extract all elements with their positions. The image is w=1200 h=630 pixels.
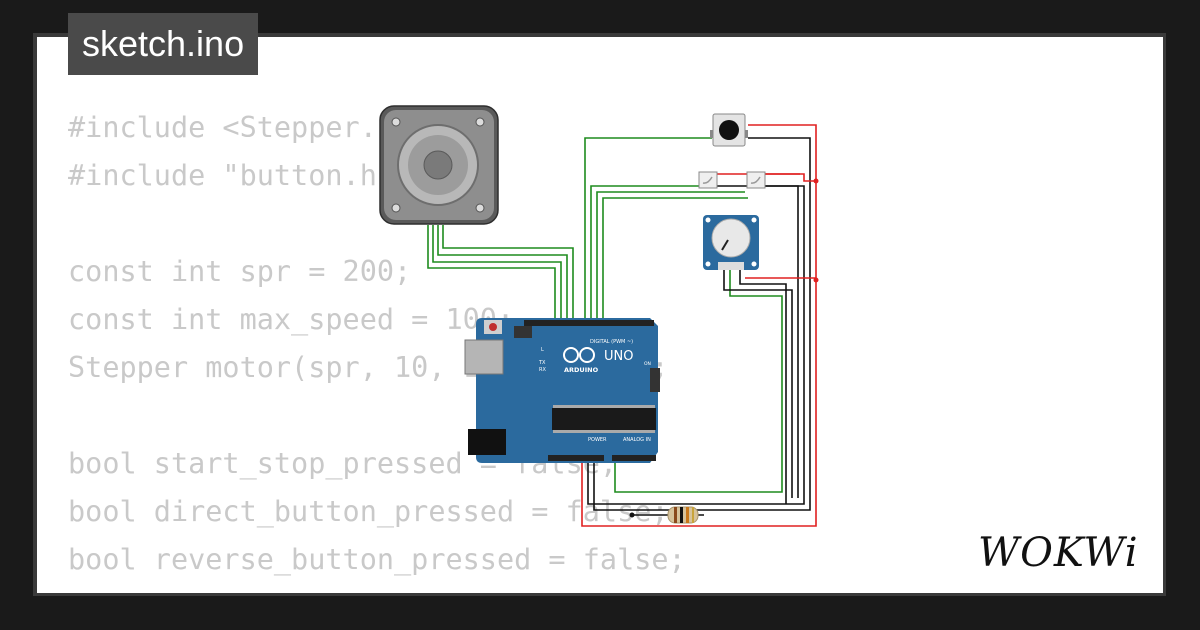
on-label: ON <box>644 361 651 367</box>
tx-label: TX <box>538 360 546 366</box>
wire-black <box>593 137 811 511</box>
wokwi-logo: WOKWi <box>978 528 1150 579</box>
start-stop-pushbutton[interactable] <box>710 113 748 147</box>
digital-label: DIGITAL (PWM ~) <box>590 339 633 345</box>
wire-green <box>590 185 700 322</box>
arduino-uno-board[interactable]: UNO ARDUINO DIGITAL (PWM ~) POWER ANALOG… <box>464 318 660 463</box>
code-line: const int spr = 200; <box>68 255 412 288</box>
board-logo: UNO <box>604 349 633 364</box>
reverse-button[interactable] <box>746 171 766 189</box>
svg-text:WOKWi: WOKWi <box>978 530 1139 574</box>
wire-red <box>581 124 817 527</box>
code-line: bool reverse_button_pressed = false; <box>68 543 686 576</box>
rx-label: RX <box>539 367 546 373</box>
wires <box>427 124 819 527</box>
l-label: L <box>541 347 544 353</box>
file-name-tab: sketch.ino <box>68 13 259 75</box>
wire-green <box>596 191 745 322</box>
wokwi-wordmark: WOKWi <box>978 530 1139 576</box>
wire-green <box>602 197 748 322</box>
wire-green <box>584 137 712 322</box>
stepper-motor[interactable] <box>379 105 499 225</box>
analog-label: ANALOG IN <box>623 437 651 443</box>
wire-black <box>762 185 799 498</box>
potentiometer[interactable] <box>703 215 759 270</box>
code-line: Button start_stop_button(2, start_stop_p… <box>68 584 892 593</box>
code-line: #include "button.h" <box>68 159 395 192</box>
wire-green <box>437 225 568 322</box>
code-line: bool direct_button_pressed = false; <box>68 495 669 528</box>
wire-green <box>442 225 574 322</box>
wire-green <box>427 225 556 322</box>
wire-green <box>432 225 562 322</box>
wire-red <box>716 173 816 182</box>
wire-black <box>723 270 793 498</box>
direct-button[interactable] <box>698 171 718 189</box>
board-brand: ARDUINO <box>564 366 599 374</box>
preview-card: #include <Stepper.h>#include "button.h"c… <box>37 37 1163 593</box>
wire-green <box>614 270 783 493</box>
resistor[interactable] <box>667 506 699 524</box>
wire-black <box>739 270 787 504</box>
power-label: POWER <box>588 437 607 443</box>
